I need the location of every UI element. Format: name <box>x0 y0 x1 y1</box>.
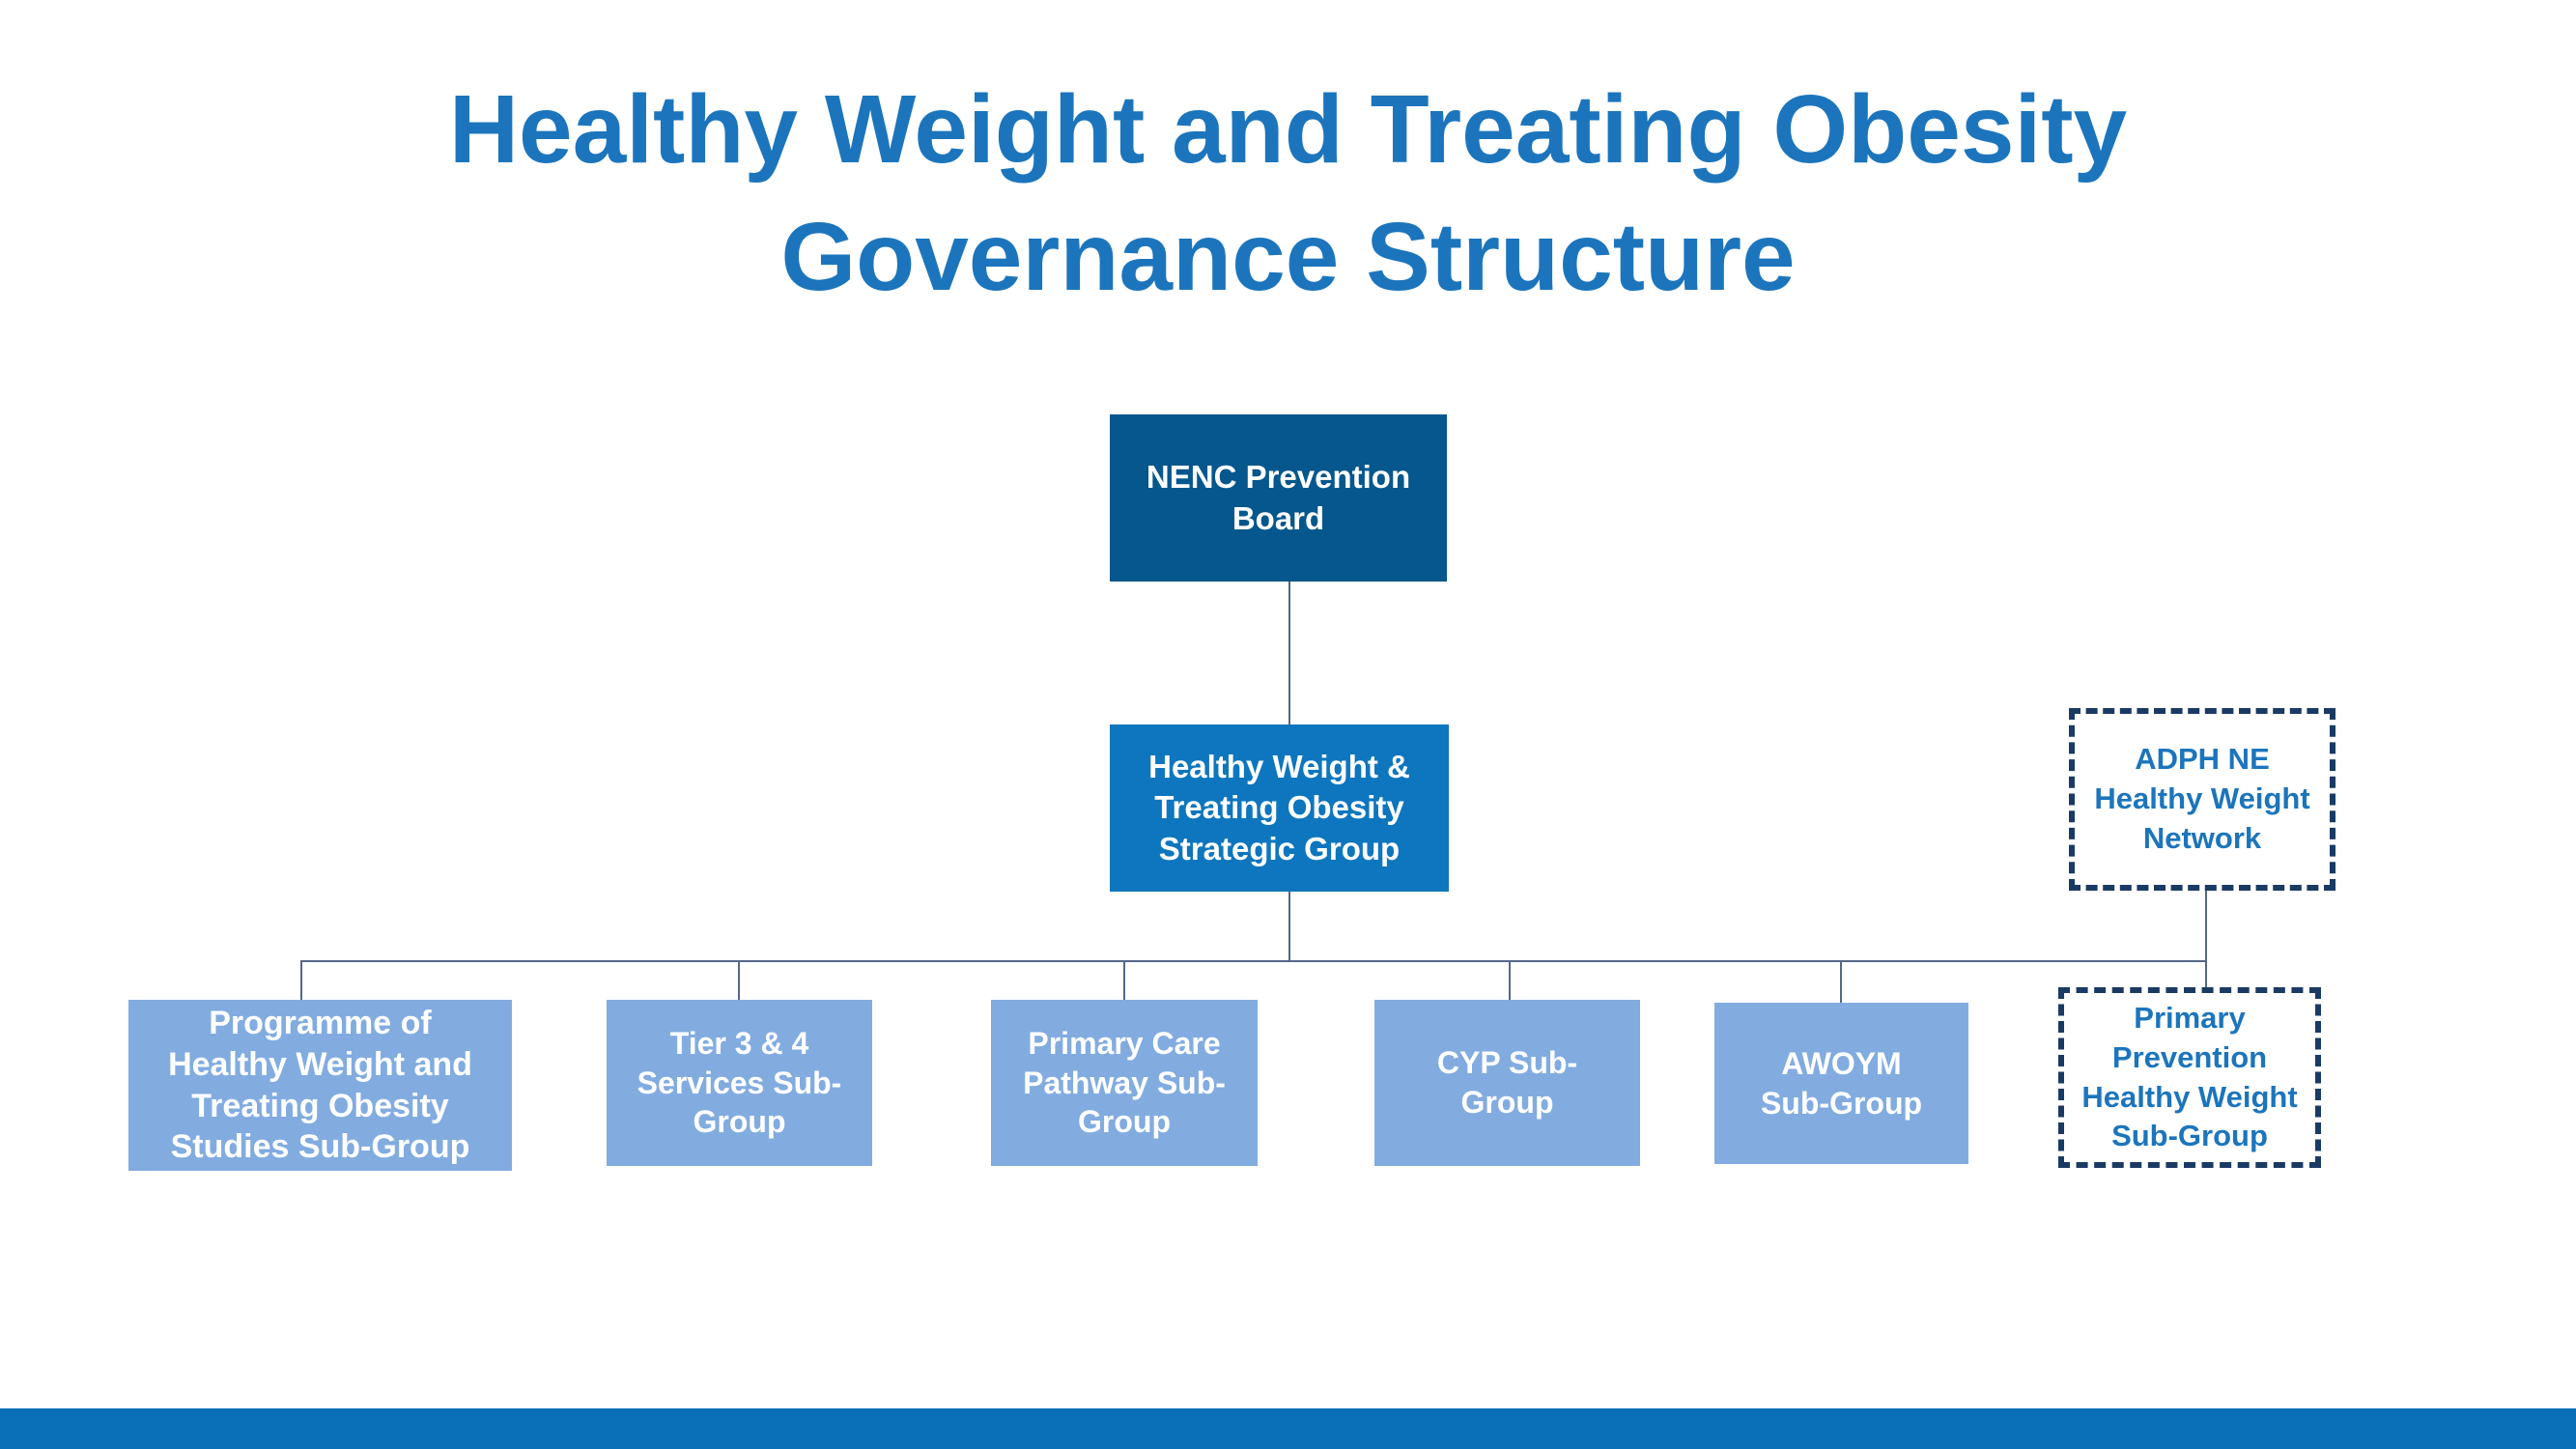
connector-stub-tier34 <box>738 960 740 1000</box>
org-node-cyp-subgroup: CYP Sub- Group <box>1374 1000 1640 1166</box>
org-node-adph-ne-healthy-weight-network: ADPH NE Healthy Weight Network <box>2069 708 2335 891</box>
connector-stub-primary-care <box>1123 960 1125 1000</box>
footer-bar <box>0 1408 2576 1449</box>
connector-network-to-primary-prevention <box>2205 891 2207 987</box>
connector-stub-cyp <box>1509 960 1511 1000</box>
connector-root-to-strategic <box>1288 582 1290 724</box>
org-node-primary-prevention-healthy-weight-subgroup: Primary Prevention Healthy Weight Sub-Gr… <box>2058 987 2321 1168</box>
org-node-primary-care-pathway-subgroup: Primary Care Pathway Sub- Group <box>991 1000 1258 1166</box>
connector-bus <box>300 960 2206 962</box>
connector-stub-awoym <box>1840 960 1842 1003</box>
org-node-strategic-group: Healthy Weight & Treating Obesity Strate… <box>1110 724 1449 892</box>
org-node-tier-3-4-services-subgroup: Tier 3 & 4 Services Sub- Group <box>607 1000 872 1166</box>
page-title: Healthy Weight and Treating Obesity Gove… <box>448 75 2128 311</box>
org-node-programme-studies-subgroup: Programme of Healthy Weight and Treating… <box>128 1000 512 1171</box>
org-node-nenc-prevention-board: NENC Prevention Board <box>1110 414 1447 582</box>
connector-stub-programme <box>300 960 302 1000</box>
connector-strategic-to-bus <box>1288 892 1290 961</box>
org-node-awoym-subgroup: AWOYM Sub-Group <box>1714 1003 1968 1164</box>
